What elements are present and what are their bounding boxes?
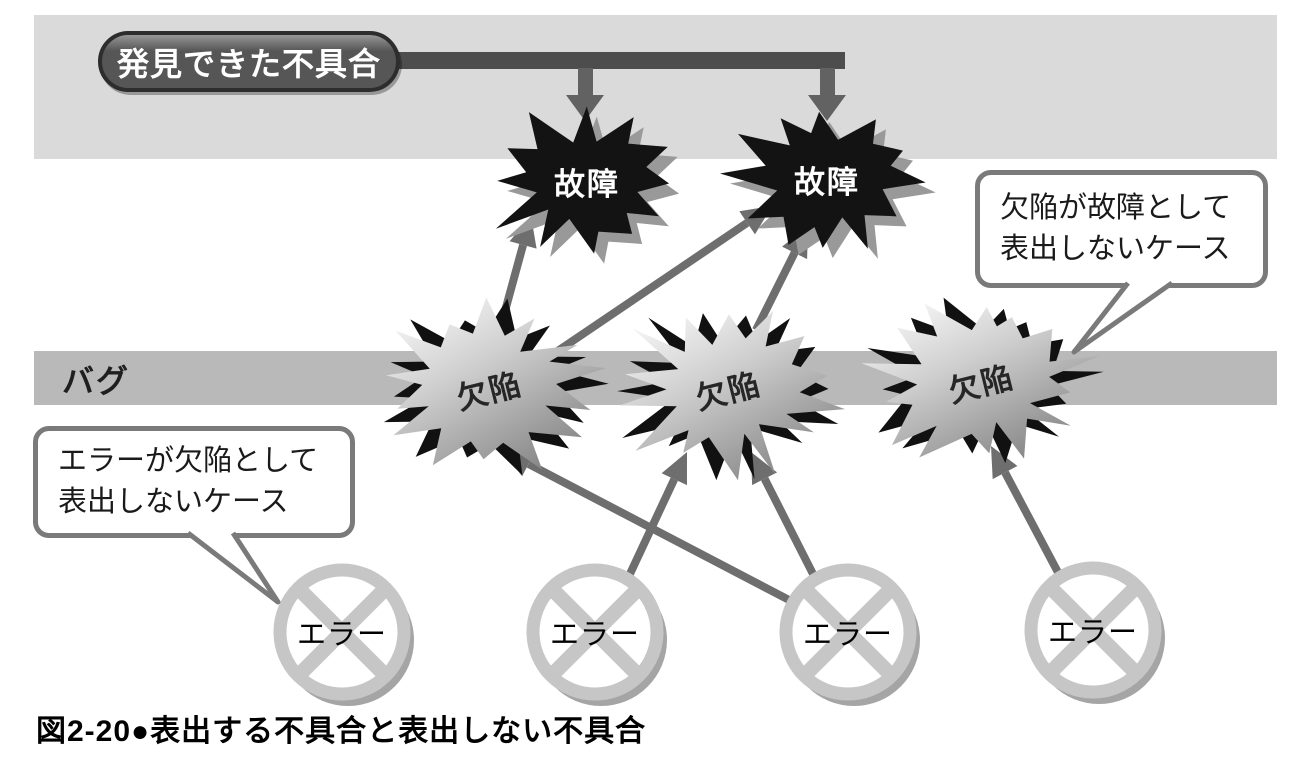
error-cross-icon <box>779 563 920 706</box>
failure-node-label: 故障 <box>554 167 620 202</box>
callout-left: エラーが欠陥として 表出しないケース <box>33 426 355 538</box>
error-cross-icon <box>1024 561 1165 704</box>
callout-right-tail-icon <box>1071 280 1174 355</box>
connector-drop-left <box>578 68 593 96</box>
found-defects-pill: 発見できた不具合 <box>98 31 400 92</box>
failure-burst-icon <box>720 111 936 259</box>
connector-drop-right <box>820 68 835 96</box>
down-arrow-icon <box>808 95 846 121</box>
connector-bar <box>392 52 845 69</box>
error-node-label: エラー <box>802 619 893 651</box>
callout-right: 欠陥が故障として 表出しないケース <box>975 170 1268 288</box>
relation-arrow <box>752 251 799 332</box>
figure-caption: 図2-20●表出する不具合と表出しない不具合 <box>36 715 647 748</box>
defect-burst-icon <box>861 297 1104 464</box>
callout-left-line1: エラーが欠陥として <box>58 444 319 477</box>
defect-node: 欠陥 <box>615 304 845 481</box>
relation-arrow <box>537 219 750 367</box>
failure-node-label: 故障 <box>794 165 860 200</box>
callout-left-text: エラーが欠陥として 表出しないケース <box>58 441 318 523</box>
found-defects-pill-label: 発見できた不具合 <box>116 45 381 82</box>
arrowhead-icon <box>751 452 778 486</box>
error-node: エラー <box>262 552 422 712</box>
error-cross-icon <box>526 563 667 706</box>
defect-burst-icon <box>383 297 609 476</box>
callout-right-line2: 表出しないケース <box>1000 233 1231 265</box>
error-node: エラー <box>1013 550 1173 710</box>
failure-burst-icon <box>495 106 680 264</box>
callout-right-line1: 欠陥が故障として <box>1000 191 1232 224</box>
relation-arrow <box>761 476 817 576</box>
defect-node: 欠陥 <box>861 297 1104 465</box>
error-cross-icon <box>273 563 414 706</box>
callout-right-text: 欠陥が故障として 表出しないケース <box>1000 188 1231 270</box>
failure-node: 故障 <box>487 104 687 264</box>
error-node-label: エラー <box>1047 617 1138 649</box>
error-node-label: エラー <box>549 619 640 651</box>
defect-node: 欠陥 <box>376 297 609 476</box>
callout-left-line2: 表出しないケース <box>58 486 289 518</box>
callout-left-tail-icon <box>186 531 281 605</box>
relation-arrow <box>526 460 793 605</box>
error-node-label: エラー <box>296 619 387 651</box>
failure-node: 故障 <box>720 102 936 259</box>
bug-band-label: バグ <box>62 363 131 399</box>
defect-burst-icon <box>617 311 845 481</box>
relation-arrow <box>1001 470 1065 580</box>
error-node: エラー <box>515 552 675 712</box>
error-node: エラー <box>768 552 928 712</box>
arrowhead-icon <box>661 452 687 486</box>
arrowhead-icon <box>991 446 1018 480</box>
